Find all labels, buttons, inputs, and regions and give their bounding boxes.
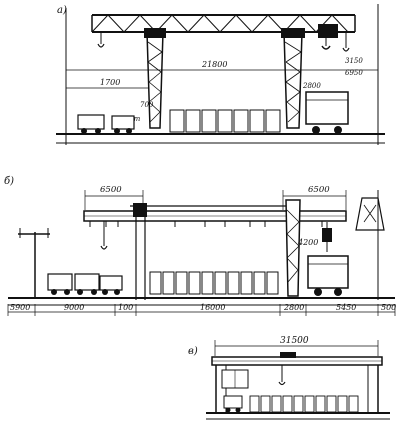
trolley	[318, 24, 338, 38]
panel-b: б) 6500 6500	[4, 176, 396, 316]
dim-hook-height: 4200	[297, 238, 318, 247]
girder-b	[83, 205, 347, 222]
right-leg-b	[285, 199, 301, 297]
dim-h4: 700	[140, 101, 154, 109]
dim-cantilever-left: 6500	[100, 185, 122, 195]
hoist-block	[322, 228, 332, 242]
dim-span-top: 21800	[201, 60, 227, 69]
dim-bottom-1: 5900	[10, 303, 30, 312]
panel-c-label: в)	[188, 346, 198, 357]
left-hook-icon	[97, 43, 105, 48]
railcar-b	[307, 255, 349, 289]
dim-bottom-2: 9000	[64, 303, 84, 312]
blocks-row-a	[169, 109, 281, 133]
panel-a: a)	[56, 4, 385, 145]
left-leg	[144, 28, 166, 129]
right-hook-icon	[342, 47, 350, 52]
dim-left-offset: 1700	[100, 78, 120, 87]
dim-cantilever-right: 6500	[308, 185, 330, 195]
equipment-left-2	[111, 115, 135, 130]
dim-h3: 2800	[302, 82, 321, 90]
truss-girder	[91, 14, 356, 33]
trucks-b	[47, 273, 123, 295]
dim-bottom-7: 500	[381, 303, 396, 312]
dim-h2: 6950	[345, 69, 363, 77]
girder-hooks	[89, 221, 323, 227]
panel-b-label: б)	[4, 176, 14, 187]
left-leg-b	[133, 203, 147, 300]
panel-c: в) 31500	[188, 336, 390, 420]
tower-right-b	[355, 190, 385, 300]
dim-bottom-3: 100	[118, 303, 133, 312]
right-leg	[281, 28, 305, 129]
trolley-hook-icon	[321, 45, 331, 50]
hook-c-icon	[278, 381, 286, 386]
dim-span-c: 31500	[280, 336, 309, 346]
light-pole	[18, 228, 50, 298]
blocks-row-b	[149, 271, 279, 295]
dim-h1: 3150	[345, 57, 363, 65]
dim-bottom-6: 5450	[336, 303, 356, 312]
equipment-left-1	[77, 114, 105, 130]
blocks-row-c	[249, 395, 359, 413]
hook-b-left-icon	[100, 245, 108, 250]
dim-bottom-4: 16000	[200, 303, 225, 312]
railcar-a	[305, 91, 349, 125]
dim-bottom-5: 2800	[283, 303, 304, 312]
panel-a-label: a)	[57, 5, 67, 16]
